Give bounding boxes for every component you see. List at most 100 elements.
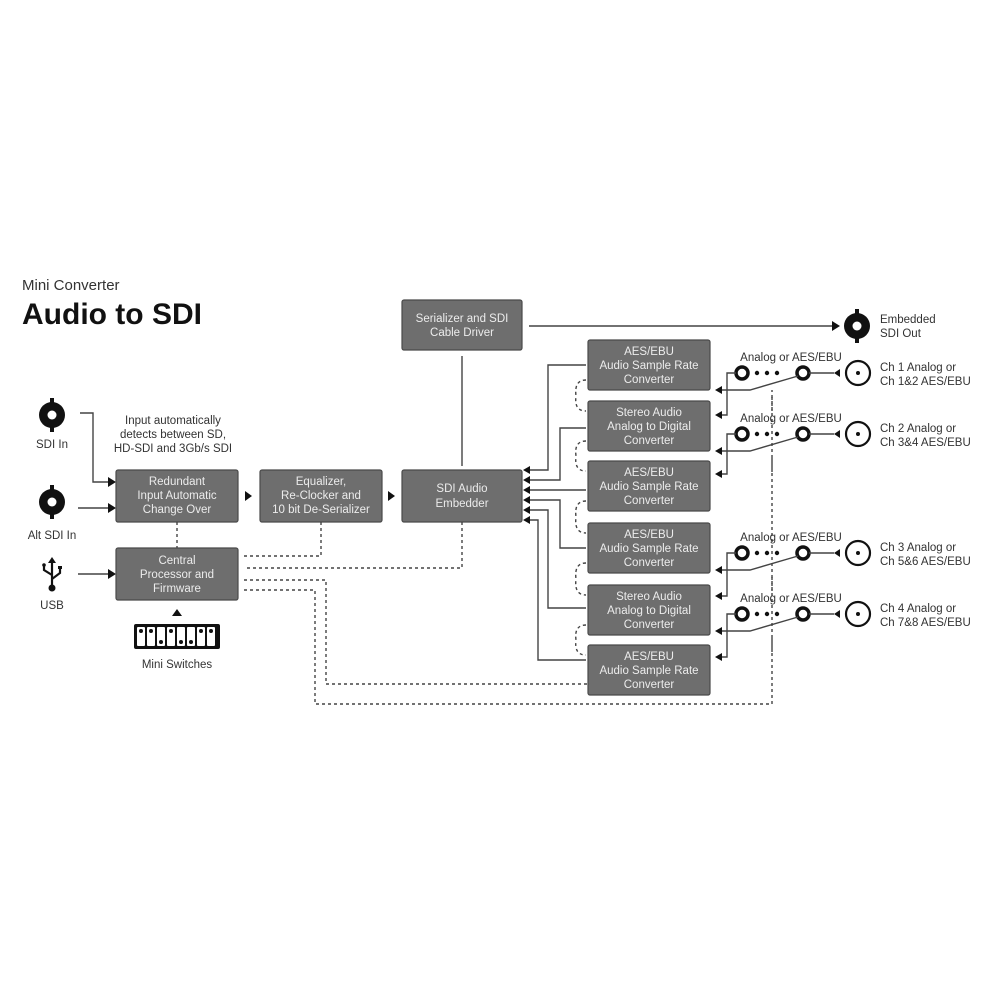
switch-lever [722,436,799,452]
converter-line [530,499,586,549]
svg-text:AES/EBU: AES/EBU [624,529,674,541]
svg-text:SDI Audio: SDI Audio [436,483,487,495]
dashed-link [244,579,588,685]
arrow-icon [108,569,116,579]
subtitle: Mini Converter [22,277,120,294]
svg-text:Serializer and SDI: Serializer and SDI [416,313,509,325]
sdi-in-label: SDI In [36,439,68,451]
arrow-icon [834,430,840,438]
converter-block-6: AES/EBU Audio Sample Rate Converter [587,644,711,696]
svg-text:Converter: Converter [624,374,675,386]
alt-sdi-in-connector-icon [39,485,65,519]
channel-label: Ch 2 Analog or [880,423,956,435]
embedded-sdi-out-label-1: Embedded [880,314,936,326]
converter-block-4: AES/EBU Audio Sample Rate Converter [587,522,711,574]
svg-text:Audio Sample Rate: Audio Sample Rate [599,543,698,555]
switch-terminal-icon [795,426,811,442]
channel-label: Ch 1&2 AES/EBU [880,376,971,388]
svg-text:Stereo Audio: Stereo Audio [616,591,682,603]
svg-text:AES/EBU: AES/EBU [624,346,674,358]
arrow-icon [245,491,252,501]
channel-label: Ch 7&8 AES/EBU [880,617,971,629]
converter-line [530,519,586,661]
arrow-icon [108,477,116,487]
serializer-block: Serializer and SDI Cable Driver [401,299,523,351]
converter-line [530,364,586,471]
embedded-sdi-out-connector-icon [844,309,870,343]
dot-icon [774,611,780,617]
channel-label: Ch 1 Analog or [880,362,956,374]
svg-text:Analog to Digital: Analog to Digital [607,605,691,617]
converter-line [530,427,586,481]
switch-label: Analog or AES/EBU [740,593,842,605]
svg-text:Processor and: Processor and [140,569,214,581]
svg-text:Cable Driver: Cable Driver [430,327,494,339]
svg-text:Firmware: Firmware [153,583,201,595]
arrow-icon [715,411,722,419]
dot-icon [774,370,780,376]
arrow-icon [832,321,840,331]
connector-pin-icon [856,432,860,436]
channel-label: Ch 3&4 AES/EBU [880,437,971,449]
svg-text:Converter: Converter [624,495,675,507]
channel-label: Ch 5&6 AES/EBU [880,556,971,568]
input-note-line-2: detects between SD, [120,429,226,441]
converter-block-3: AES/EBU Audio Sample Rate Converter [587,460,711,512]
switch-label: Analog or AES/EBU [740,413,842,425]
central-processor-block: Central Processor and Firmware [115,547,239,601]
svg-text:Embedder: Embedder [435,498,488,510]
dashed-link [575,500,587,534]
dashed-link [575,379,587,412]
switch-path [722,372,736,416]
switch-path [722,433,736,475]
svg-text:Stereo Audio: Stereo Audio [616,407,682,419]
switch-lever [722,375,799,391]
sdi-audio-embedder-block: SDI Audio Embedder [401,469,523,523]
svg-text:Audio Sample Rate: Audio Sample Rate [599,360,698,372]
svg-text:Audio Sample Rate: Audio Sample Rate [599,481,698,493]
redundant-input-block: Redundant Input Automatic Change Over [115,469,239,523]
svg-text:Equalizer,: Equalizer, [296,476,347,488]
svg-text:Central: Central [158,555,195,567]
channel-label: Ch 3 Analog or [880,542,956,554]
sdi-in-line [80,412,108,483]
dashed-link [244,522,322,557]
dashed-link [575,440,587,472]
page-title: Audio to SDI [22,298,202,331]
svg-text:Audio Sample Rate: Audio Sample Rate [599,665,698,677]
svg-text:10 bit De-Serializer: 10 bit De-Serializer [272,504,370,516]
sdi-in-connector-icon [39,398,65,432]
input-note-line-3: HD-SDI and 3Gb/s SDI [114,443,232,455]
switch-terminal-icon [734,426,750,442]
switch-terminal-icon [734,545,750,561]
arrow-icon [834,610,840,618]
connector-pin-icon [856,551,860,555]
svg-text:Converter: Converter [624,679,675,691]
arrow-icon [715,627,722,635]
switch-terminal-icon [734,365,750,381]
mini-switches-label: Mini Switches [142,659,213,671]
svg-text:Input Automatic: Input Automatic [137,490,217,502]
arrow-icon [715,447,722,455]
switch-groups: Analog or AES/EBU Ch 1 Analog or Ch 1&2 AE… [715,352,971,661]
switch-path [722,552,736,597]
arrow-icon [108,503,116,513]
arrow-icon [715,566,722,574]
mini-switches-icon [134,624,220,649]
dashed-link [244,390,773,705]
channel-switch-group-2: Analog or AES/EBU Ch 2 Analog or Ch 3&4 AE… [715,413,971,478]
equalizer-block: Equalizer, Re-Clocker and 10 bit De-Seri… [259,469,383,523]
arrow-icon [388,491,395,501]
embedder-input-arrows [523,466,530,524]
switch-terminal-icon [795,545,811,561]
arrow-icon [834,549,840,557]
switch-terminal-icon [795,606,811,622]
svg-text:Analog to Digital: Analog to Digital [607,421,691,433]
dot-icon [754,611,760,617]
connector-pin-icon [856,371,860,375]
input-note-line-1: Input automatically [125,415,221,427]
connector-pin-icon [856,612,860,616]
